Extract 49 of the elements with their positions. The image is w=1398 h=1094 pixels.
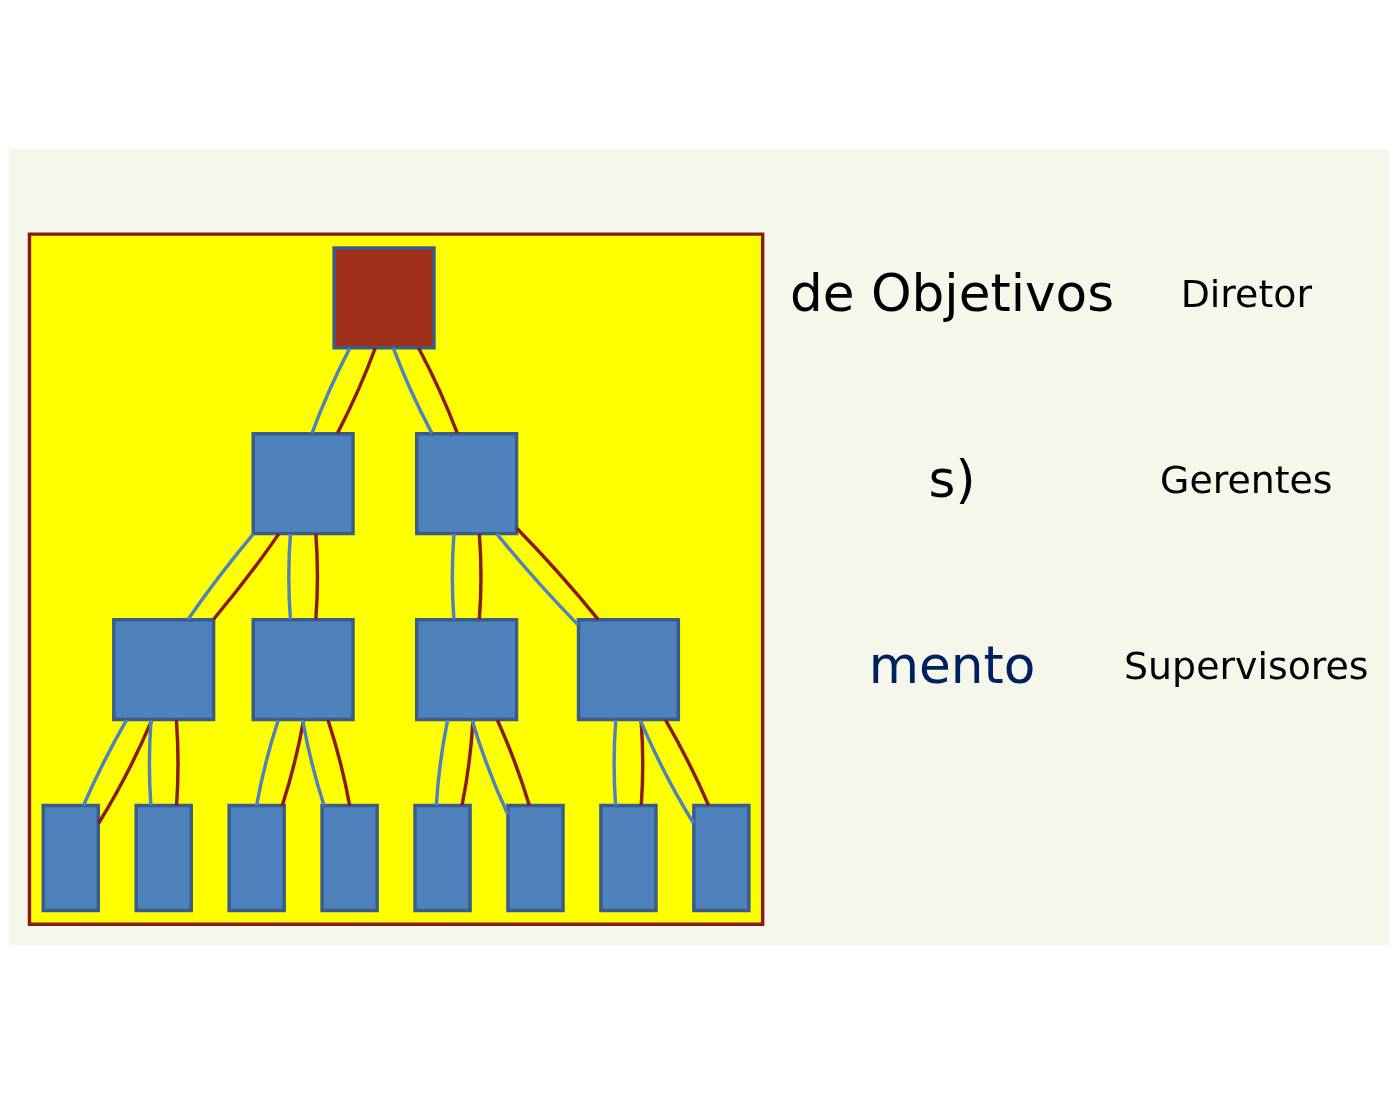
node-box xyxy=(415,432,519,536)
connector xyxy=(147,719,153,806)
connector xyxy=(477,533,483,620)
connector xyxy=(417,347,459,434)
connector xyxy=(495,719,532,806)
node-box xyxy=(415,617,519,722)
connector xyxy=(310,347,352,434)
connector xyxy=(434,719,450,806)
connector xyxy=(97,719,154,825)
connector xyxy=(314,533,320,620)
node-box xyxy=(599,803,658,913)
label: s) xyxy=(928,448,976,509)
cluster xyxy=(27,232,765,927)
label: mento xyxy=(868,634,1036,695)
node-box xyxy=(41,803,100,913)
connector xyxy=(450,533,456,620)
label: de Objetivos xyxy=(789,262,1115,323)
node-box xyxy=(413,803,472,913)
node-box xyxy=(251,432,355,536)
connector xyxy=(186,532,255,621)
connector xyxy=(335,347,377,435)
connector xyxy=(664,719,711,807)
connector xyxy=(287,533,293,620)
connector xyxy=(515,527,600,621)
node-box xyxy=(692,803,751,913)
label: Diretor xyxy=(1180,272,1312,317)
node-box xyxy=(320,803,379,913)
connector xyxy=(174,719,180,806)
label: Supervisores xyxy=(1124,644,1369,689)
node-box xyxy=(112,617,216,722)
connector xyxy=(254,719,280,806)
node-box xyxy=(576,617,681,722)
connector xyxy=(391,347,434,435)
connector xyxy=(212,532,281,621)
connector xyxy=(470,719,510,816)
node-box xyxy=(251,617,355,722)
node-box xyxy=(227,803,286,913)
connector xyxy=(639,719,645,806)
connector xyxy=(300,719,326,806)
label: Gerentes xyxy=(1160,458,1333,503)
connector xyxy=(460,719,475,806)
connector xyxy=(612,719,618,806)
node-box xyxy=(506,803,565,913)
node-box xyxy=(332,246,436,350)
connector xyxy=(495,532,580,627)
node-box xyxy=(134,803,193,913)
connector xyxy=(638,719,695,825)
connector xyxy=(326,719,352,806)
connector xyxy=(81,719,129,807)
